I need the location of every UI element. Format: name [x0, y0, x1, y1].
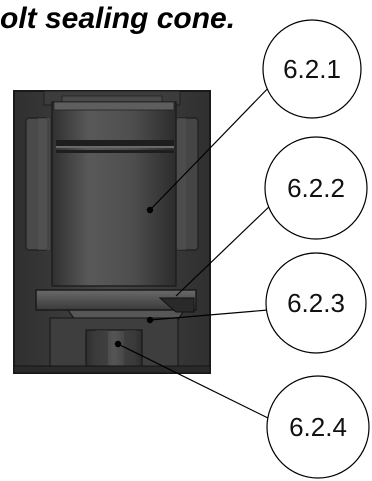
callout-label: 6.2.3 — [287, 288, 345, 318]
callout-6-2-2: 6.2.2 — [264, 136, 368, 240]
callout-label: 6.2.2 — [287, 173, 345, 203]
callout-6-2-4: 6.2.4 — [266, 375, 370, 479]
callout-circle — [264, 136, 368, 240]
callout-6-2-3: 6.2.3 — [265, 252, 367, 354]
callout-6-2-1: 6.2.1 — [262, 19, 362, 119]
callout-circle — [265, 252, 367, 354]
callout-label: 6.2.1 — [283, 54, 341, 84]
caption-text: olt sealing cone. — [0, 2, 235, 35]
leader-6-2-2 — [175, 201, 275, 297]
leader-lines — [114, 79, 277, 421]
sealing-cylinder — [51, 101, 177, 287]
cylinder-groove — [56, 140, 174, 146]
leader-6-2-3 — [149, 309, 269, 321]
leader-6-2-1 — [149, 79, 277, 211]
assembly-cross-section — [13, 90, 211, 374]
callout-circle — [266, 375, 370, 479]
callout-circle — [262, 19, 362, 119]
leader-6-2-4 — [117, 343, 273, 421]
callout-label: 6.2.4 — [289, 412, 347, 442]
